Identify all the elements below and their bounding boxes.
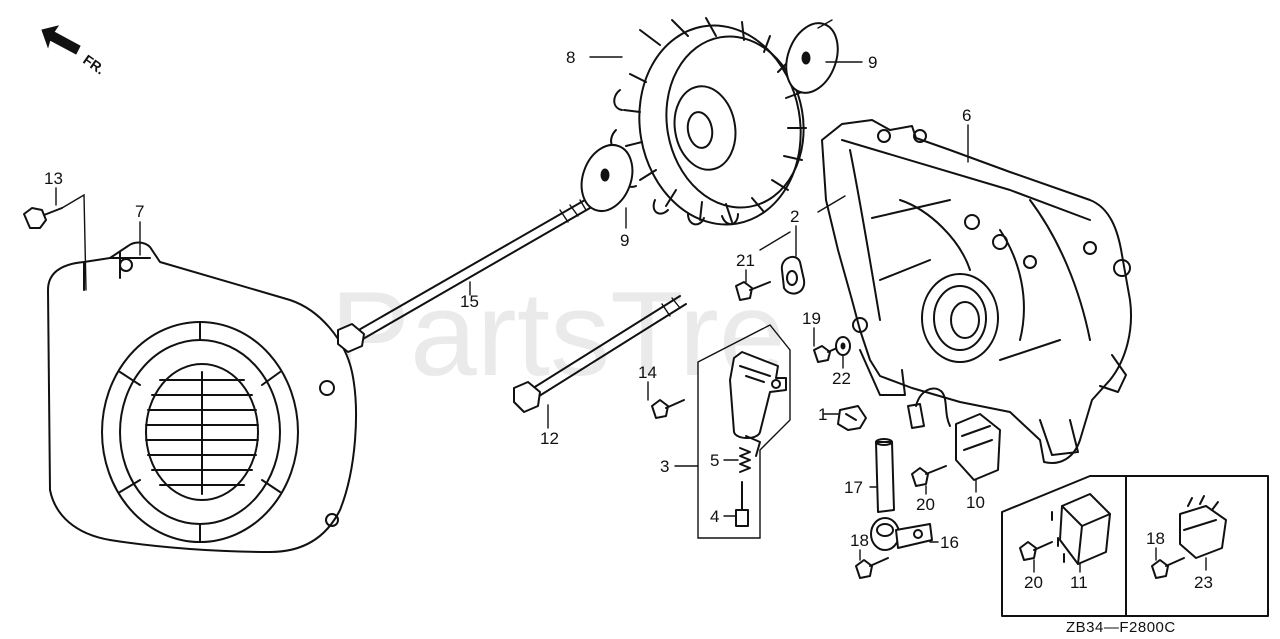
bolt-13 xyxy=(23,193,87,291)
terminal-4 xyxy=(735,481,749,527)
callout-22: 22 xyxy=(832,369,851,388)
callout-18-inset: 18 xyxy=(1146,529,1165,548)
callout-1: 1 xyxy=(818,405,827,424)
bolt-21 xyxy=(735,281,771,301)
bolt-18-lower xyxy=(855,557,889,579)
callout-13: 13 xyxy=(44,169,63,188)
washer-22 xyxy=(835,336,851,356)
stud-bolt-12 xyxy=(513,295,687,413)
washer-9-bottom xyxy=(580,144,634,212)
callout-20-upper: 20 xyxy=(916,495,935,514)
callout-2: 2 xyxy=(790,207,799,226)
clamp-2 xyxy=(780,255,806,295)
rectifier-11 xyxy=(1051,493,1111,565)
callout-9-top: 9 xyxy=(868,53,877,72)
callout-4: 4 xyxy=(710,507,719,526)
callout-10: 10 xyxy=(966,493,985,512)
callout-15: 15 xyxy=(460,292,479,311)
callout-20-inset: 20 xyxy=(1024,573,1043,592)
control-unit-23 xyxy=(1179,495,1227,559)
ignition-coil-5 xyxy=(729,351,787,457)
coil-set-box xyxy=(697,324,791,539)
callout-18-lower: 18 xyxy=(850,531,869,550)
callout-17: 17 xyxy=(844,478,863,497)
fan-cover xyxy=(47,241,357,553)
inset-box xyxy=(1001,475,1269,617)
fan-case xyxy=(821,119,1132,464)
watermark: PartsTre xyxy=(330,267,786,401)
bolt-20-upper xyxy=(911,465,947,487)
arrow-fr-icon xyxy=(41,25,81,55)
direction-label: FR. xyxy=(80,51,108,77)
callout-6: 6 xyxy=(962,106,971,125)
callout-8: 8 xyxy=(566,48,575,67)
callout-5: 5 xyxy=(710,451,719,470)
clamp-16 xyxy=(870,517,933,551)
tube-17 xyxy=(875,438,895,513)
callout-11: 11 xyxy=(1070,573,1088,592)
wire-harness-10 xyxy=(907,387,1001,481)
callout-19: 19 xyxy=(802,309,821,328)
bolt-18-inset xyxy=(1151,557,1185,579)
stud-bolt-15 xyxy=(337,199,591,353)
bolt-20-inset xyxy=(1019,541,1053,561)
callout-16: 16 xyxy=(940,533,959,552)
leader-21 xyxy=(745,231,791,283)
spring-5 xyxy=(739,447,751,473)
callout-12: 12 xyxy=(540,429,559,448)
callout-21: 21 xyxy=(736,251,755,270)
flywheel xyxy=(610,17,807,226)
callout-7: 7 xyxy=(135,202,144,221)
leader-9a xyxy=(817,19,863,63)
callout-9-bottom: 9 xyxy=(620,231,629,250)
callout-3: 3 xyxy=(660,457,669,476)
wire-clip-1 xyxy=(837,405,867,431)
diagram-code: ZB34—F2800C xyxy=(1066,619,1176,636)
callout-14: 14 xyxy=(638,363,657,382)
callout-23: 23 xyxy=(1194,573,1213,592)
bolt-14 xyxy=(651,399,685,419)
leader-2 xyxy=(795,195,846,257)
